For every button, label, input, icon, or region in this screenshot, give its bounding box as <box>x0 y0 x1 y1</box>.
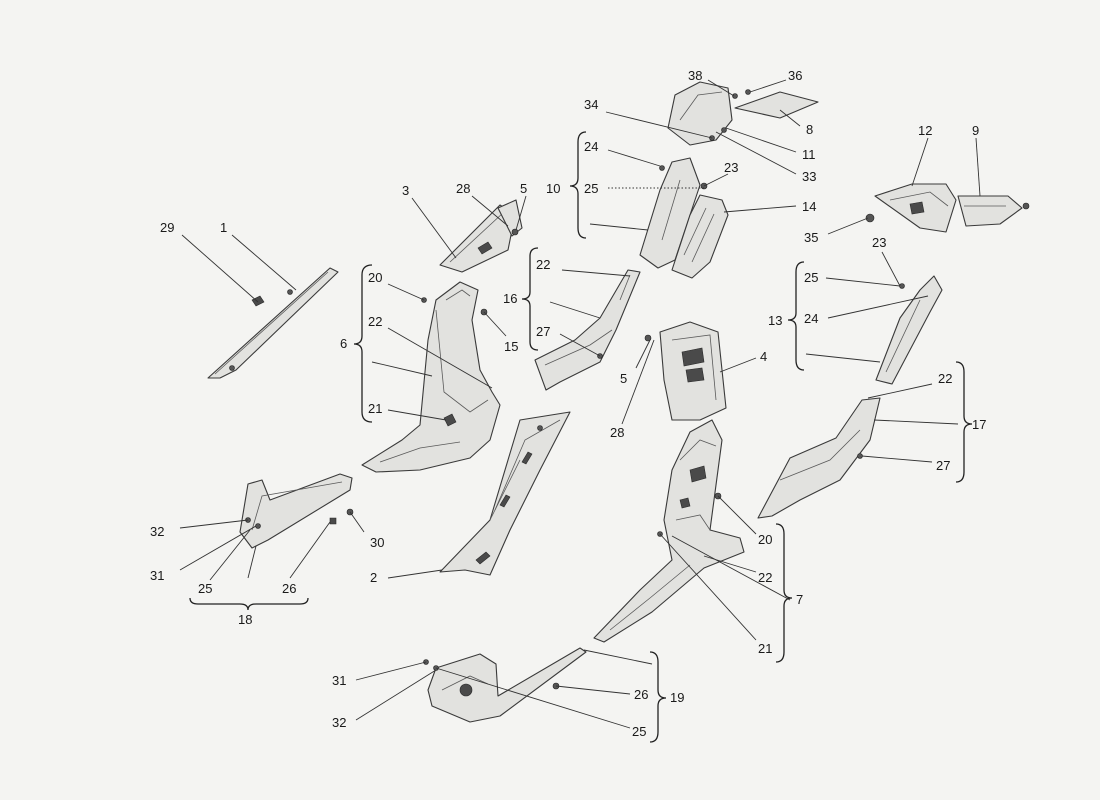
callout-22-b: 22 <box>536 257 550 272</box>
callout-9: 9 <box>972 123 979 138</box>
leader-lines <box>179 79 981 729</box>
callout-38: 38 <box>688 68 702 83</box>
callout-6: 6 <box>340 336 347 351</box>
part-7-lower-pillar <box>593 419 745 643</box>
part-3-pillar-cap <box>439 199 523 273</box>
callout-26-b: 26 <box>634 687 648 702</box>
callout-35: 35 <box>804 230 818 245</box>
callout-22: 22 <box>368 314 382 329</box>
callout-28: 28 <box>456 181 470 196</box>
callout-11: 11 <box>802 147 816 162</box>
callout-5-b: 5 <box>620 371 627 386</box>
part-6-b-pillar-lower-trim <box>361 281 501 473</box>
part-17-rear-lower <box>757 397 881 519</box>
callout-3: 3 <box>402 183 409 198</box>
callout-22-c: 22 <box>758 570 772 585</box>
callout-36: 36 <box>788 68 802 83</box>
callout-1: 1 <box>220 220 227 235</box>
callout-19: 19 <box>670 690 684 705</box>
callout-27-b: 27 <box>936 458 950 473</box>
callout-26: 26 <box>282 581 296 596</box>
callout-28-b: 28 <box>610 425 624 440</box>
callout-2: 2 <box>370 570 377 585</box>
callout-31: 31 <box>150 568 164 583</box>
part-1-pillar-trim <box>207 267 339 379</box>
part-13-c-pillar <box>875 275 943 385</box>
callout-8: 8 <box>806 122 813 137</box>
part-12-quarter-upper <box>865 183 957 233</box>
callout-12: 12 <box>918 123 932 138</box>
callout-7: 7 <box>796 592 803 607</box>
callout-32: 32 <box>150 524 164 539</box>
callout-23-b: 23 <box>872 235 886 250</box>
callout-13: 13 <box>768 313 782 328</box>
callout-18: 18 <box>238 612 252 627</box>
callout-29: 29 <box>160 220 174 235</box>
callout-31-b: 31 <box>332 673 346 688</box>
part-14-belt-panel <box>671 194 729 279</box>
callout-25-d: 25 <box>804 270 818 285</box>
group-brackets <box>189 131 973 743</box>
callout-30: 30 <box>370 535 384 550</box>
callout-25: 25 <box>198 581 212 596</box>
callout-24: 24 <box>584 139 598 154</box>
callout-14: 14 <box>802 199 816 214</box>
callout-20: 20 <box>368 270 382 285</box>
callout-15: 15 <box>504 339 518 354</box>
callout-21-b: 21 <box>758 641 772 656</box>
callout-10: 10 <box>546 181 560 196</box>
callout-21: 21 <box>368 401 382 416</box>
callout-4: 4 <box>760 349 767 364</box>
part-4-center-panel <box>644 321 727 421</box>
callout-20-b: 20 <box>758 532 772 547</box>
callout-25-c: 25 <box>632 724 646 739</box>
callout-labels: 29 1 3 28 5 20 22 6 21 15 32 31 25 26 18… <box>150 68 986 739</box>
part-2-pillar-lower-panel <box>439 411 571 576</box>
callout-25-b: 25 <box>584 181 598 196</box>
callout-5: 5 <box>520 181 527 196</box>
callout-23: 23 <box>724 160 738 175</box>
part-8-upper-trim <box>667 81 819 146</box>
part-9-quarter-insert <box>957 195 1030 227</box>
callout-27: 27 <box>536 324 550 339</box>
callout-34: 34 <box>584 97 598 112</box>
callout-24-b: 24 <box>804 311 818 326</box>
callout-16: 16 <box>503 291 517 306</box>
part-18-door-sill <box>239 473 354 549</box>
part-19-rear-sill <box>423 647 587 723</box>
callout-33: 33 <box>802 169 816 184</box>
callout-32-b: 32 <box>332 715 346 730</box>
callout-22-d: 22 <box>938 371 952 386</box>
callout-17: 17 <box>972 417 986 432</box>
